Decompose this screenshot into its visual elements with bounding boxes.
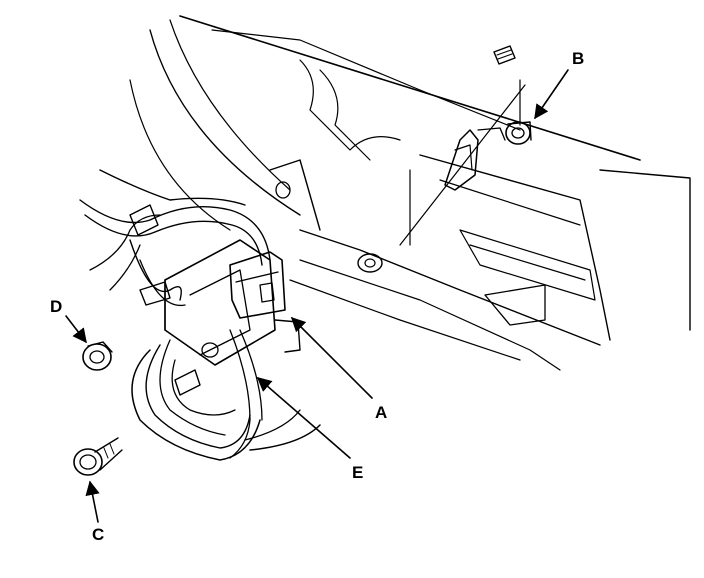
callout-c: C [85,480,104,544]
wire-harness [79,169,321,461]
callout-b-label: B [572,49,584,68]
callout-d-label: D [50,297,62,316]
nut-d [82,341,113,371]
bolt-c [73,437,123,476]
callout-a-label: A [375,403,387,422]
control-unit [164,239,301,366]
callout-b: B [534,49,584,120]
nut-b [505,121,532,145]
callout-d: D [50,297,87,344]
callout-e: E [256,377,363,482]
dashboard-panel [129,15,691,371]
callout-e-label: E [352,463,363,482]
callout-c-label: C [92,525,104,544]
upper-bracket [444,127,506,191]
callout-a: A [290,316,387,422]
small-screw-top [493,45,516,65]
